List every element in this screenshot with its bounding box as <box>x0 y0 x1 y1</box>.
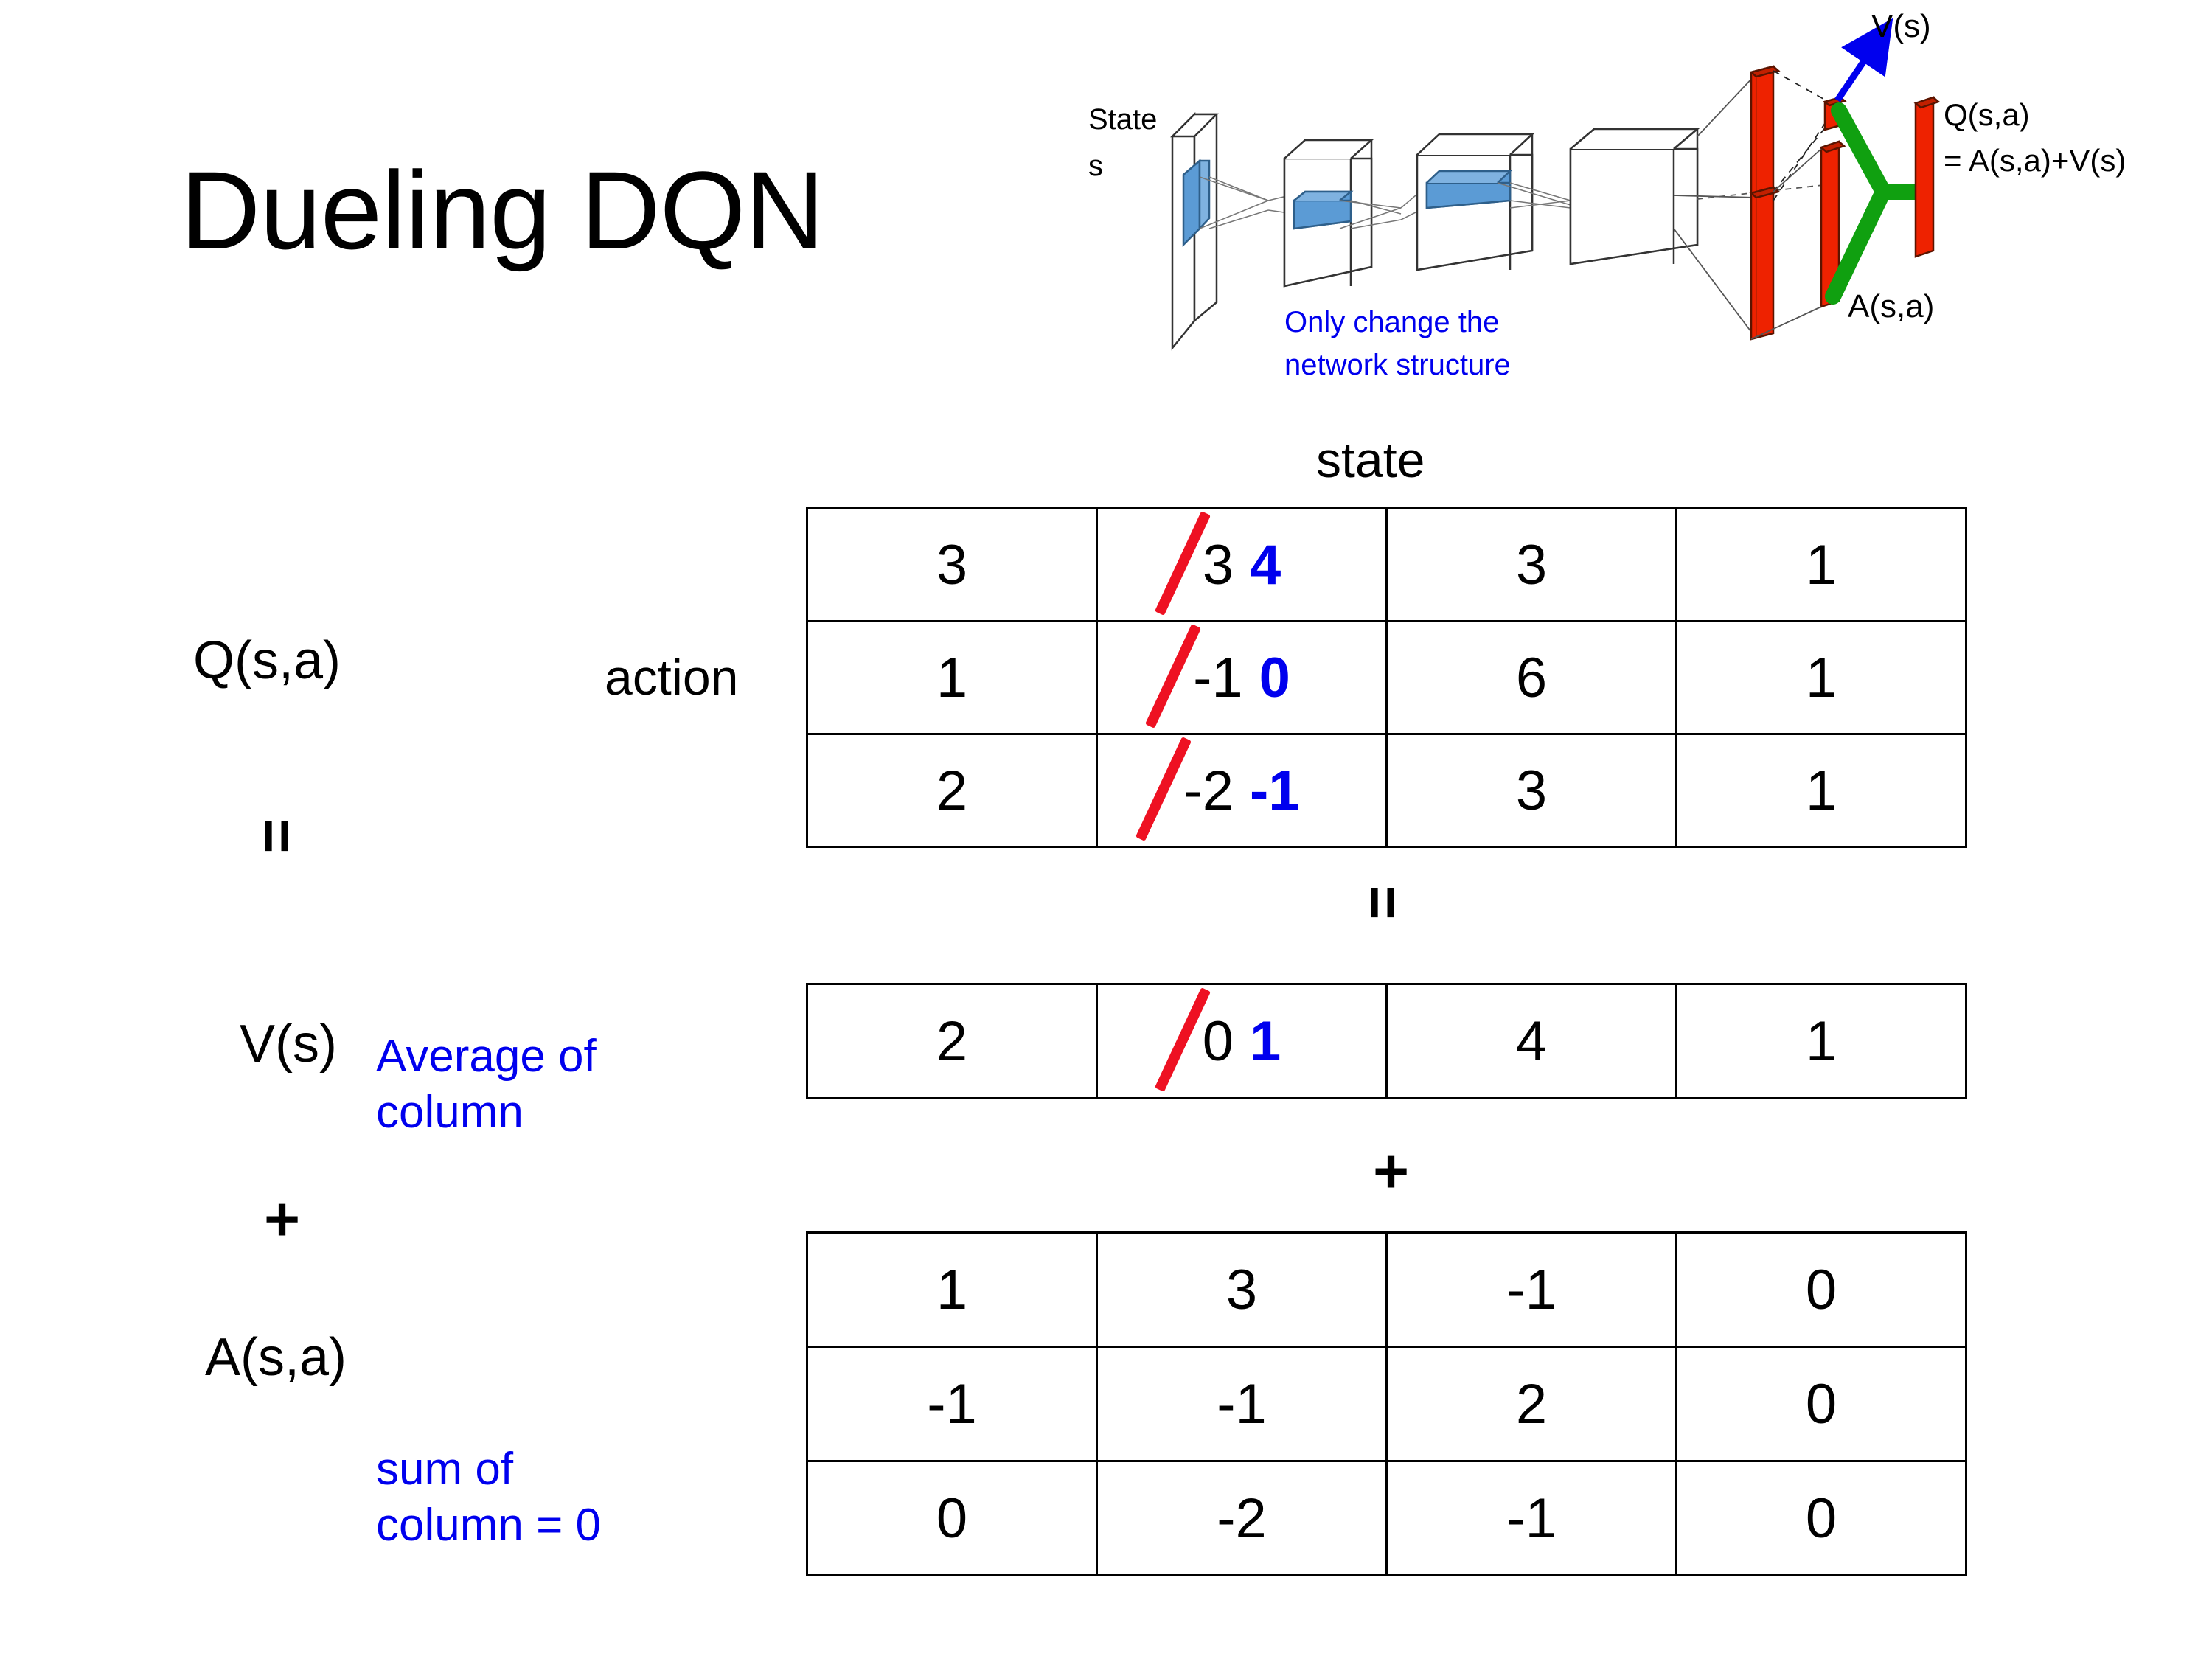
table-row: 2 0 1 4 1 <box>806 983 1967 1099</box>
v-cell-r0c2[interactable]: 4 <box>1385 983 1677 1099</box>
plus-sign-left: + <box>264 1184 301 1253</box>
equals-sign-left: = <box>244 818 310 849</box>
q-function-label: Q(s,a) <box>193 631 341 690</box>
a-cell-r1c0[interactable]: -1 <box>806 1346 1098 1462</box>
q-output-bar-icon <box>1913 96 1941 258</box>
q-value-table: 3 3 4 3 1 1 -1 0 6 1 2 <box>806 507 1967 848</box>
sum-note-line2: column = 0 <box>376 1499 602 1551</box>
advantage-value-table: 1 3 -1 0 -1 -1 2 0 0 -2 -1 0 <box>806 1231 1967 1576</box>
average-of-column-note: Average of column <box>376 1029 597 1140</box>
new-value: 1 <box>1250 1009 1281 1073</box>
q-cell-r0c3[interactable]: 1 <box>1675 507 1967 622</box>
a-cell-r2c2[interactable]: -1 <box>1385 1460 1677 1576</box>
q-cell-r1c1[interactable]: -1 0 <box>1096 620 1388 735</box>
page-title: Dueling DQN <box>181 148 825 272</box>
q-cell-r0c1[interactable]: 3 4 <box>1096 507 1388 622</box>
new-value: -1 <box>1250 759 1300 822</box>
table-row: 2 -2 -1 3 1 <box>806 733 1967 848</box>
old-value: -1 <box>1193 646 1243 709</box>
advantage-stream-bar-icon <box>1749 186 1781 341</box>
value-arrow-icon <box>1834 18 1893 102</box>
a-cell-r0c0[interactable]: 1 <box>806 1231 1098 1348</box>
sum-note-line1: sum of <box>376 1444 514 1495</box>
diagram-q-label-line2: = A(s,a)+V(s) <box>1944 143 2126 178</box>
action-axis-label: action <box>605 650 739 706</box>
conv-block-3-icon <box>1569 128 1700 265</box>
table-row: 3 3 4 3 1 <box>806 507 1967 622</box>
a-cell-r2c3[interactable]: 0 <box>1675 1460 1967 1576</box>
table-row: 1 3 -1 0 <box>806 1231 1967 1348</box>
a-function-label: A(s,a) <box>205 1328 347 1387</box>
diagram-state-label-line1: State <box>1088 103 1157 136</box>
v-value-table: 2 0 1 4 1 <box>806 983 1967 1099</box>
sum-of-column-note: sum of column = 0 <box>376 1441 601 1553</box>
average-note-line1: Average of <box>376 1031 597 1082</box>
q-cell-r1c0[interactable]: 1 <box>806 620 1098 735</box>
diagram-value-label: V(s) <box>1871 8 1931 44</box>
network-architecture-diagram: State s Only change the network structur… <box>1084 7 2205 406</box>
state-axis-label: state <box>1316 432 1425 488</box>
q-cell-r2c2[interactable]: 3 <box>1385 733 1677 848</box>
input-patch-icon <box>1182 159 1211 248</box>
a-cell-r0c3[interactable]: 0 <box>1675 1231 1967 1348</box>
merge-connector-icon <box>1825 102 1933 305</box>
v-cell-r0c3[interactable]: 1 <box>1675 983 1967 1099</box>
conv-feature-1-icon <box>1293 190 1354 230</box>
a-cell-r0c2[interactable]: -1 <box>1385 1231 1677 1348</box>
diagram-note-line1: Only change the <box>1284 306 1499 338</box>
new-value: 0 <box>1259 646 1290 709</box>
q-cell-r1c3[interactable]: 1 <box>1675 620 1967 735</box>
new-value: 4 <box>1250 533 1281 597</box>
plus-sign-middle: + <box>1373 1136 1410 1206</box>
q-cell-r1c2[interactable]: 6 <box>1385 620 1677 735</box>
q-cell-r2c3[interactable]: 1 <box>1675 733 1967 848</box>
table-row: 1 -1 0 6 1 <box>806 620 1967 735</box>
a-cell-r0c1[interactable]: 3 <box>1096 1231 1388 1348</box>
a-cell-r1c1[interactable]: -1 <box>1096 1346 1388 1462</box>
diagram-note-line2: network structure <box>1284 349 1511 381</box>
a-cell-r2c1[interactable]: -2 <box>1096 1460 1388 1576</box>
q-cell-r2c1[interactable]: -2 -1 <box>1096 733 1388 848</box>
equals-sign-middle: = <box>1350 885 1416 916</box>
q-cell-r0c0[interactable]: 3 <box>806 507 1098 622</box>
average-note-line2: column <box>376 1086 524 1138</box>
a-cell-r1c3[interactable]: 0 <box>1675 1346 1967 1462</box>
old-value: 3 <box>1202 533 1234 597</box>
table-row: 0 -2 -1 0 <box>806 1460 1967 1576</box>
v-cell-r0c0[interactable]: 2 <box>806 983 1098 1099</box>
a-cell-r2c0[interactable]: 0 <box>806 1460 1098 1576</box>
q-cell-r0c2[interactable]: 3 <box>1385 507 1677 622</box>
conv-feature-2-icon <box>1425 170 1513 209</box>
v-cell-r0c1[interactable]: 0 1 <box>1096 983 1388 1099</box>
diagram-state-label-line2: s <box>1088 150 1103 182</box>
table-row: -1 -1 2 0 <box>806 1346 1967 1462</box>
old-value: 0 <box>1202 1009 1234 1073</box>
a-cell-r1c2[interactable]: 2 <box>1385 1346 1677 1462</box>
old-value: -2 <box>1183 759 1234 822</box>
diagram-q-label-line1: Q(s,a) <box>1944 97 2030 132</box>
v-function-label: V(s) <box>240 1015 337 1074</box>
value-stream-bar-icon <box>1749 65 1781 208</box>
q-cell-r2c0[interactable]: 2 <box>806 733 1098 848</box>
diagram-advantage-label: A(s,a) <box>1848 288 1934 324</box>
